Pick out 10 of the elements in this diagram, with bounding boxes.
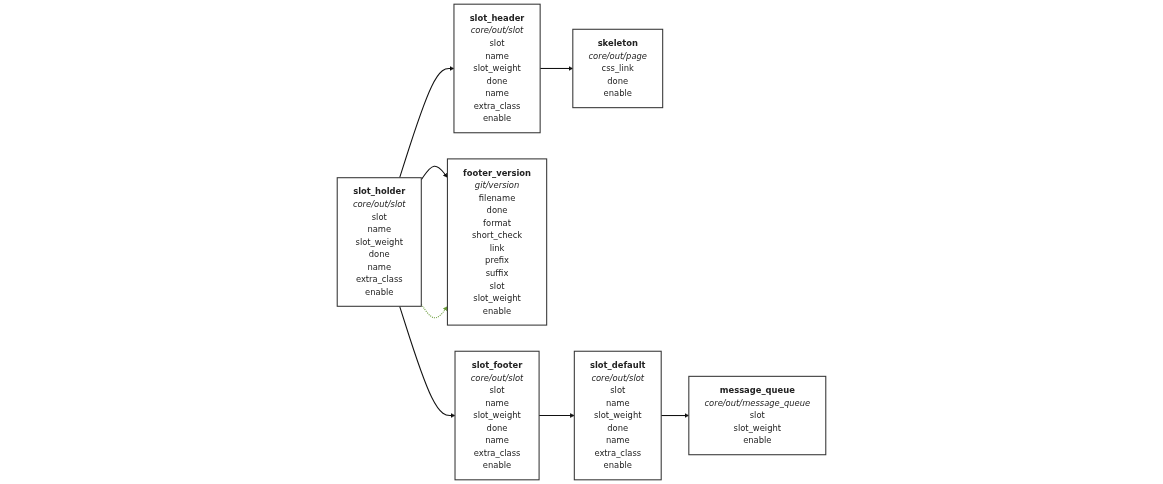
- node-box: message_queue core/out/message_queue slot slot_weight enable: [688, 375, 827, 456]
- node-box: slot_header core/out/slot slot name slot_weight done name extra_class enable: [453, 3, 541, 134]
- arrow: [399, 305, 456, 418]
- node-box: slot_footer core/out/slot slot name slot_weight done name extra_class enable: [454, 350, 540, 481]
- node-box: skeleton core/out/page css_link done enable: [572, 28, 664, 109]
- arrow: [420, 303, 448, 319]
- node-box: slot_default core/out/slot slot name slot_weight done name extra_class enable: [573, 350, 662, 481]
- node-box: footer_version git/version filename done format short_check link prefix suffix slot slot_weight enable: [446, 158, 548, 326]
- arrow: [420, 165, 448, 181]
- node-box: slot_holder core/out/slot slot name slot_weight done name extra_class enable: [336, 177, 422, 307]
